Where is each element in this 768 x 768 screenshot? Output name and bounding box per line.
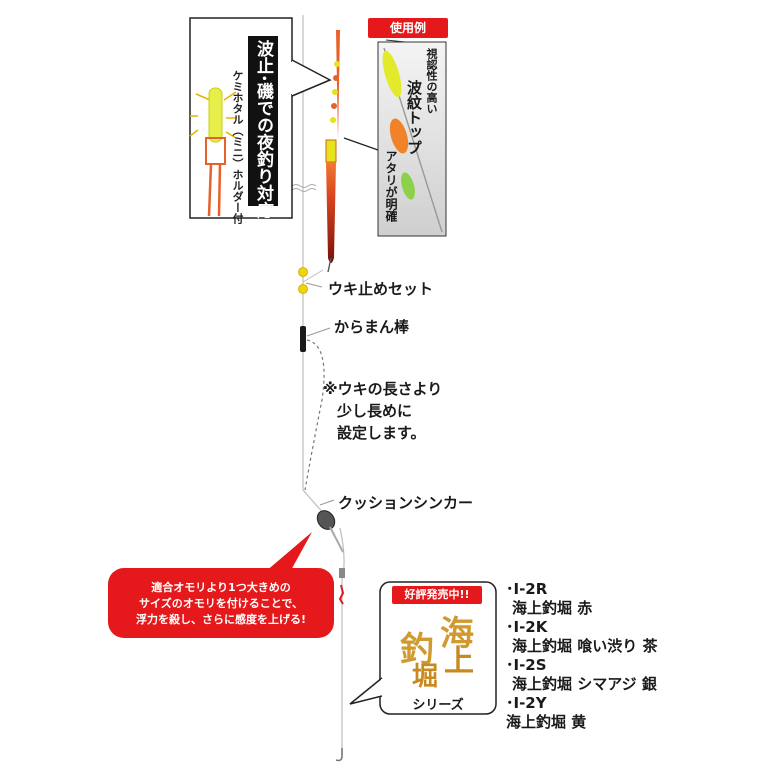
- series-logo: 海 上 釣 堀: [392, 606, 484, 692]
- series-code-i2r: ･I-2R: [506, 580, 548, 598]
- length-note-line-1: ※ウキの長さより: [323, 380, 443, 398]
- series-box-frame: [349, 581, 497, 715]
- red-callout-shape: [108, 532, 334, 638]
- cushion-sinker: [316, 499, 344, 553]
- label-cushion-sinker: クッションシンカー: [338, 494, 474, 512]
- series-name-i2y: 海上釣堀 黄: [506, 713, 587, 731]
- water-wave-2: [291, 188, 317, 192]
- series-code-i2y: ･I-2Y: [506, 694, 547, 712]
- series-logo-char-2: 上: [444, 644, 474, 679]
- float: [302, 30, 340, 283]
- label-karaman-rod: からまん棒: [334, 318, 410, 336]
- sinker-tip-line-1: 適合オモリより1つ大きめの: [151, 581, 291, 594]
- usage-text-ripple-top: 波紋トップ: [405, 80, 423, 155]
- series-name-i2s: 海上釣堀 シマアジ 銀: [512, 675, 657, 693]
- usage-text-clear-bite: アタリが明確: [384, 150, 398, 222]
- series-badge-bg: [392, 586, 482, 604]
- chemi-light-holder-illustration: [189, 87, 237, 217]
- night-callout-heading: 波止･磯での夜釣り対応: [248, 36, 278, 219]
- sinker-tip-line-3: 浮力を殺し、さらに感度を上げる!: [135, 613, 306, 626]
- series-name-i2k: 海上釣堀 喰い渋り 茶: [512, 637, 658, 655]
- series-name-i2r: 海上釣堀 赤: [512, 599, 593, 617]
- night-callout-sub: ケミホタル（ミニ）ホルダー付: [231, 70, 244, 224]
- series-code-i2s: ･I-2S: [506, 656, 547, 674]
- karaman-rod: [300, 326, 306, 352]
- length-note-line-3: 設定します。: [337, 424, 426, 442]
- stopper-bead-2: [298, 284, 308, 294]
- series-caption: シリーズ: [412, 698, 464, 713]
- label-float-stopper: ウキ止めセット: [328, 280, 434, 298]
- sinker-tip-text: 適合オモリより1つ大きめの サイズのオモリを付けることで、 浮力を殺し、さらに感…: [108, 580, 334, 628]
- range-dashed: [304, 339, 325, 491]
- usage-example-box: [343, 39, 447, 237]
- series-list: ･I-2R 海上釣堀 赤 ･I-2K 海上釣堀 喰い渋り 茶 ･I-2S 海上釣…: [506, 580, 657, 732]
- usage-badge-bg: [368, 18, 448, 38]
- series-code-i2k: ･I-2K: [506, 618, 548, 636]
- series-logo-char-3: 釣: [400, 630, 434, 670]
- series-badge: 好評発売中!!: [404, 588, 470, 601]
- hook: [335, 748, 343, 762]
- series-logo-char-4: 堀: [412, 662, 439, 692]
- leader-line: [339, 527, 345, 755]
- red-marker: [338, 584, 345, 605]
- swivel: [339, 568, 345, 578]
- stopper-bead-1: [298, 267, 308, 277]
- length-note-line-2: 少し長めに: [337, 402, 413, 420]
- series-logo-char-1: 海: [440, 614, 474, 654]
- usage-badge: 使用例: [389, 21, 426, 35]
- water-wave: [291, 184, 317, 188]
- length-note: ※ウキの長さより 少し長めに 設定します。: [323, 378, 442, 444]
- usage-text-visibility: 視認性の高い: [425, 48, 438, 114]
- sinker-tip-line-2: サイズのオモリを付けることで、: [139, 597, 303, 610]
